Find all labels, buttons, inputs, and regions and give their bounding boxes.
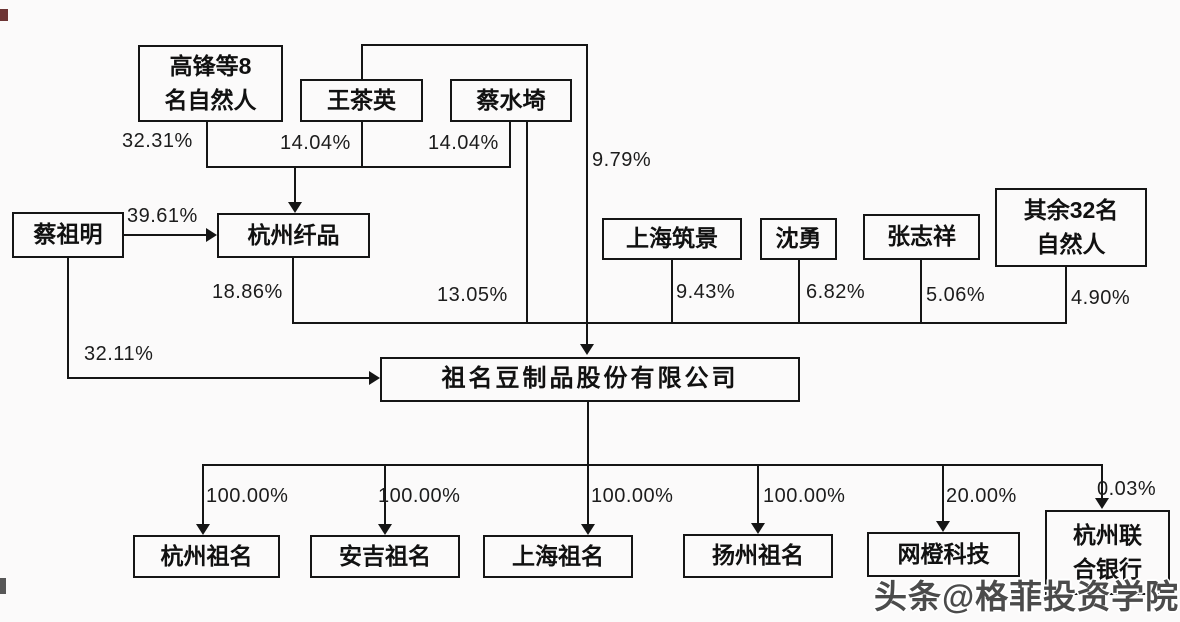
pct-caishuiqi-to-xianpin: 14.04% — [428, 132, 499, 154]
node-hangzhou-xianpin: 杭州纤品 — [217, 213, 370, 258]
left-edge-artifact-top — [0, 9, 8, 21]
node-wangchaying: 王茶英 — [300, 79, 423, 122]
connector-caizuming-to-xianpin — [124, 234, 210, 236]
connector-wangcheng-drop — [942, 464, 944, 522]
node-zhangzhixiang: 张志祥 — [863, 214, 980, 260]
arrowhead-into-lianhe-bank — [1095, 498, 1109, 509]
connector-top-rail — [361, 44, 588, 46]
connector-merge-line — [206, 166, 511, 168]
connector-gaofeng-drop — [206, 121, 208, 167]
arrowhead-into-wangcheng — [936, 521, 950, 532]
connector-merge-to-xianpin — [294, 166, 296, 203]
pct-company-to-yangzhou-zuming: 100.00% — [763, 485, 846, 507]
arrowhead-into-company-left — [369, 371, 380, 385]
connector-caizuming-to-company — [67, 377, 369, 379]
pct-company-to-hangzhou-zuming: 100.00% — [206, 485, 289, 507]
node-company: 祖名豆制品股份有限公司 — [380, 357, 800, 402]
pct-company-to-shanghai-zuming: 100.00% — [591, 485, 674, 507]
connector-zhangzhixiang-drop — [920, 260, 922, 324]
node-yangzhou-zuming: 扬州祖名 — [683, 534, 833, 578]
arrowhead-into-anji-zuming — [378, 524, 392, 535]
node-shenyong: 沈勇 — [760, 218, 837, 260]
pct-company-to-lianhe-bank: 0.03% — [1097, 478, 1157, 500]
connector-caizuming-down — [67, 258, 69, 379]
connector-wangchaying-drop — [361, 121, 363, 167]
node-hangzhou-lianhe-bank: 杭州联 合银行 — [1045, 510, 1170, 595]
connector-zhujing-drop — [671, 260, 673, 324]
connector-anji-zuming-drop — [384, 464, 386, 525]
pct-company-to-anji-zuming: 100.00% — [378, 485, 461, 507]
connector-lower-bus — [202, 464, 1103, 466]
connector-main-descent — [586, 44, 588, 344]
arrowhead-into-xianpin-left — [206, 228, 217, 242]
node-shanghai-zuming: 上海祖名 — [483, 535, 633, 578]
connector-company-down — [587, 402, 589, 525]
pct-zhujing-to-company: 9.43% — [676, 281, 736, 303]
arrowhead-into-company-top — [580, 344, 594, 355]
node-qiyu-32-persons: 其余32名 自然人 — [995, 188, 1147, 267]
connector-xianpin-drop — [292, 258, 294, 324]
node-caishuiqi: 蔡水埼 — [450, 79, 572, 122]
connector-shenyong-drop — [798, 260, 800, 324]
arrowhead-into-yangzhou-zuming — [751, 523, 765, 534]
arrowhead-into-shanghai-zuming — [581, 524, 595, 535]
pct-wangchaying-to-xianpin: 14.04% — [280, 132, 351, 154]
node-gaofeng-8-persons: 高锋等8 名自然人 — [138, 45, 283, 122]
arrowhead-into-hangzhou-zuming — [196, 524, 210, 535]
connector-lianhe-bank-drop — [1101, 464, 1103, 500]
pct-toprail-to-company: 9.79% — [592, 149, 652, 171]
connector-caishuiqi-drop2 — [526, 121, 528, 324]
node-wangcheng-keji: 网橙科技 — [867, 532, 1020, 577]
pct-xianpin-to-company: 18.86% — [212, 281, 283, 303]
watermark-toutiao-gefei: 头条@格菲投资学院 — [874, 578, 1180, 615]
pct-gaofeng-to-xianpin: 32.31% — [122, 130, 193, 152]
node-anji-zuming: 安吉祖名 — [310, 535, 460, 578]
pct-caishuiqi-to-company: 13.05% — [437, 284, 508, 306]
connector-qiyu32-drop — [1065, 267, 1067, 324]
arrowhead-into-xianpin — [288, 202, 302, 213]
connector-upper-bus — [292, 322, 1067, 324]
pct-shenyong-to-company: 6.82% — [806, 281, 866, 303]
pct-zhangzhixiang-to-company: 5.06% — [926, 284, 986, 306]
connector-caishuiqi-drop1 — [509, 121, 511, 167]
left-edge-artifact-bottom — [0, 578, 6, 594]
connector-hangzhou-zuming-drop — [202, 464, 204, 525]
connector-wangchaying-up — [361, 44, 363, 81]
node-caizuming: 蔡祖明 — [12, 212, 124, 258]
pct-caizuming-to-xianpin: 39.61% — [127, 205, 198, 227]
node-shanghai-zhujing: 上海筑景 — [602, 218, 742, 260]
pct-caizuming-to-company: 32.11% — [84, 343, 154, 365]
node-hangzhou-zuming: 杭州祖名 — [133, 535, 280, 578]
pct-company-to-wangcheng: 20.00% — [946, 485, 1017, 507]
connector-yangzhou-zuming-drop — [757, 464, 759, 524]
pct-qiyu32-to-company: 4.90% — [1071, 287, 1131, 309]
